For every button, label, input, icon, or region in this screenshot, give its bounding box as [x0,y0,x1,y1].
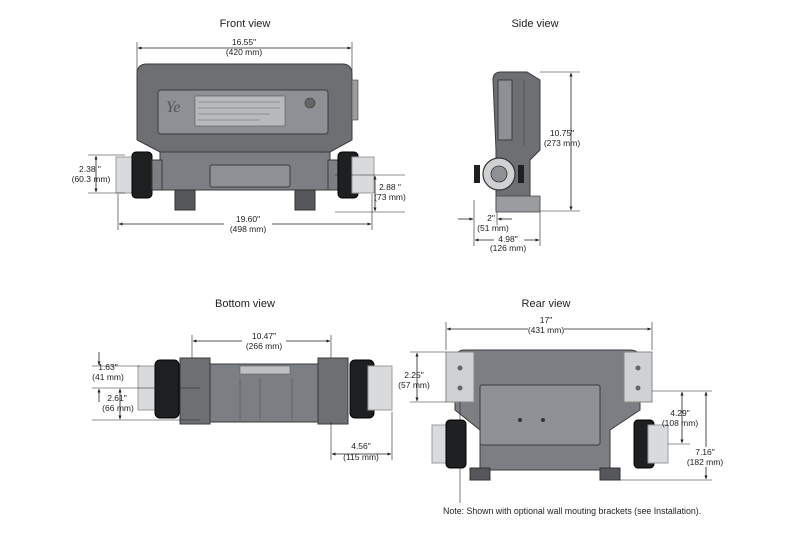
front-left-fitting [151,159,163,191]
front-left-height-mm: (60.3 mm) [72,174,111,184]
rear-view-title: Rear view [522,298,571,310]
rear-total-height-in: 7.16" [695,447,715,457]
front-total-width-in: 19.60" [236,214,260,224]
side-depth-small-in: 2" [487,213,495,223]
front-left-height-in: 2.38 " [79,164,101,174]
rear-pipe-height-mm: (108 mm) [662,418,699,428]
brand-logo: Ye [166,99,181,116]
bottom-view-title: Bottom view [215,298,275,310]
front-total-label-bg [224,213,272,235]
rear-pipe-height-in: 4.29" [670,408,690,418]
rear-bracket-height-in: 2.25" [404,370,424,380]
rear-left-bracket [445,351,475,403]
bottom-pipe-length-in: 4.56" [351,441,371,451]
installation-note: Note: Shown with optional wall mouting b… [443,506,701,516]
side-depth-in: 4.98" [498,234,518,244]
front-right-height-mm: (73 mm) [374,192,406,202]
bottom-left-union-nut [154,359,180,419]
bottom-pipe-length-mm: (115 mm) [343,452,379,462]
bottom-width-in: 10.47" [252,331,276,341]
rear-total-height-mm: (182 mm) [687,457,724,467]
side-depth-mm: (126 mm) [490,243,527,253]
rear-width-mm: (431 mm) [528,325,565,335]
bottom-mid-offset-in: 2.61" [107,393,127,403]
side-height-mm: (273 mm) [544,138,581,148]
rear-right-bracket [623,351,653,403]
bottom-top-offset-mm: (41 mm) [92,372,124,382]
side-depth-small-mm: (51 mm) [477,223,509,233]
rear-bracket-height-mm: (57 mm) [398,380,430,390]
bottom-view: Bottom view 10.47" (266 mm) 1.63" (41 mm… [92,298,393,462]
rear-housing [454,349,641,481]
bottom-housing [179,357,349,425]
front-total-width-mm: (498 mm) [230,224,267,234]
front-left-union-nut [131,151,153,199]
rear-right-pipe [647,424,669,464]
side-view: Side view 10.75" (273 mm) 2" (51 mm) 4.9… [458,18,580,253]
bottom-right-pipe [367,365,393,411]
front-right-height-in: 2.88 " [379,182,401,192]
bottom-width-mm: (266 mm) [246,341,283,351]
bottom-top-offset-in: 1.63" [98,362,118,372]
front-view: Front view 16.55" (420 mm) Ye [72,18,406,235]
rear-left-union-nut [445,419,467,469]
front-width-in: 16.55" [232,37,256,47]
side-bracket [495,195,541,213]
side-panel [497,79,513,141]
front-view-title: Front view [220,18,271,30]
side-view-title: Side view [511,18,558,30]
bottom-mid-offset-mm: (66 mm) [102,403,134,413]
front-width-mm: (420 mm) [226,47,263,57]
front-housing [136,63,359,211]
rear-width-in: 17" [540,315,552,325]
rear-view: Rear view 17" (431 mm) 2.25" [398,298,726,503]
side-height-in: 10.75" [550,128,574,138]
